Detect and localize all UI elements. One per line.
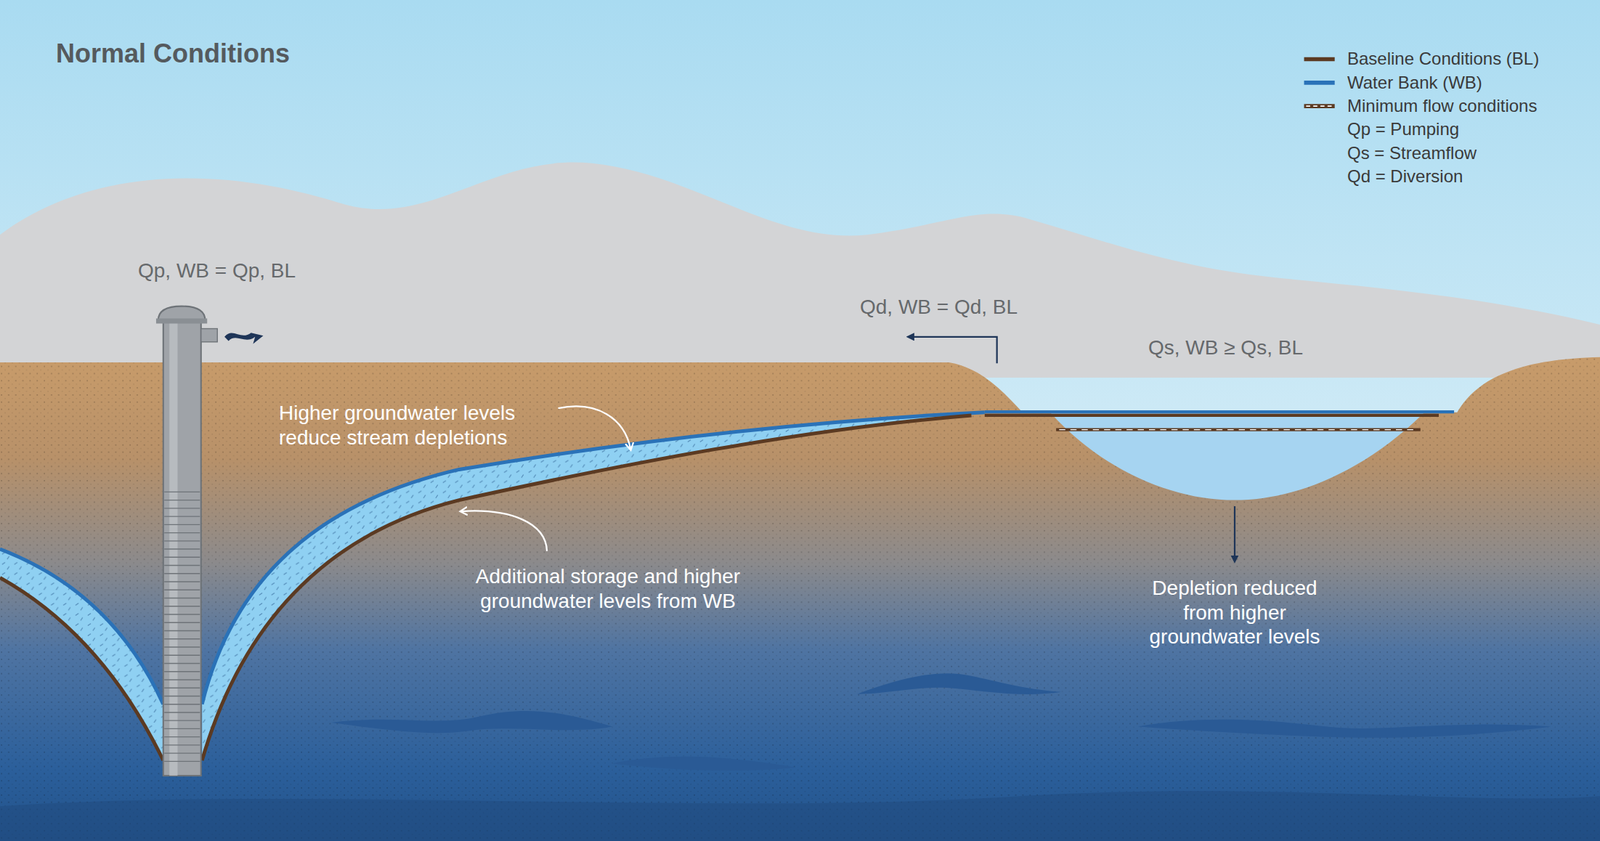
flow-equation: Qp, WB = Qp, BL: [137, 258, 296, 284]
legend-abbreviation: Qs = Streamflow: [1347, 143, 1477, 165]
legend-abbreviation: Qd = Diversion: [1347, 166, 1463, 188]
flow-equation: Qs, WB ≥ Qs, BL: [1148, 335, 1303, 361]
legend-entry: Minimum flow conditions: [1347, 95, 1537, 117]
legend-entry: Water Bank (WB): [1347, 72, 1483, 94]
annotation: Higher groundwater levels reduce stream …: [278, 400, 555, 450]
legend-line-sample: [1304, 57, 1335, 62]
diagram-title: Normal Conditions: [55, 37, 290, 69]
legend-line-sample: [1305, 105, 1333, 107]
legend-line-sample: [1304, 103, 1335, 109]
annotation: Additional storage and higher groundwate…: [444, 564, 772, 613]
flow-equation: Qd, WB = Qd, BL: [859, 294, 1018, 320]
annotation: Depletion reduced from higher groundwate…: [1133, 575, 1337, 650]
legend-entry: Baseline Conditions (BL): [1347, 48, 1539, 70]
legend-line-sample: [1304, 80, 1335, 85]
legend-abbreviation: Qp = Pumping: [1347, 119, 1460, 141]
